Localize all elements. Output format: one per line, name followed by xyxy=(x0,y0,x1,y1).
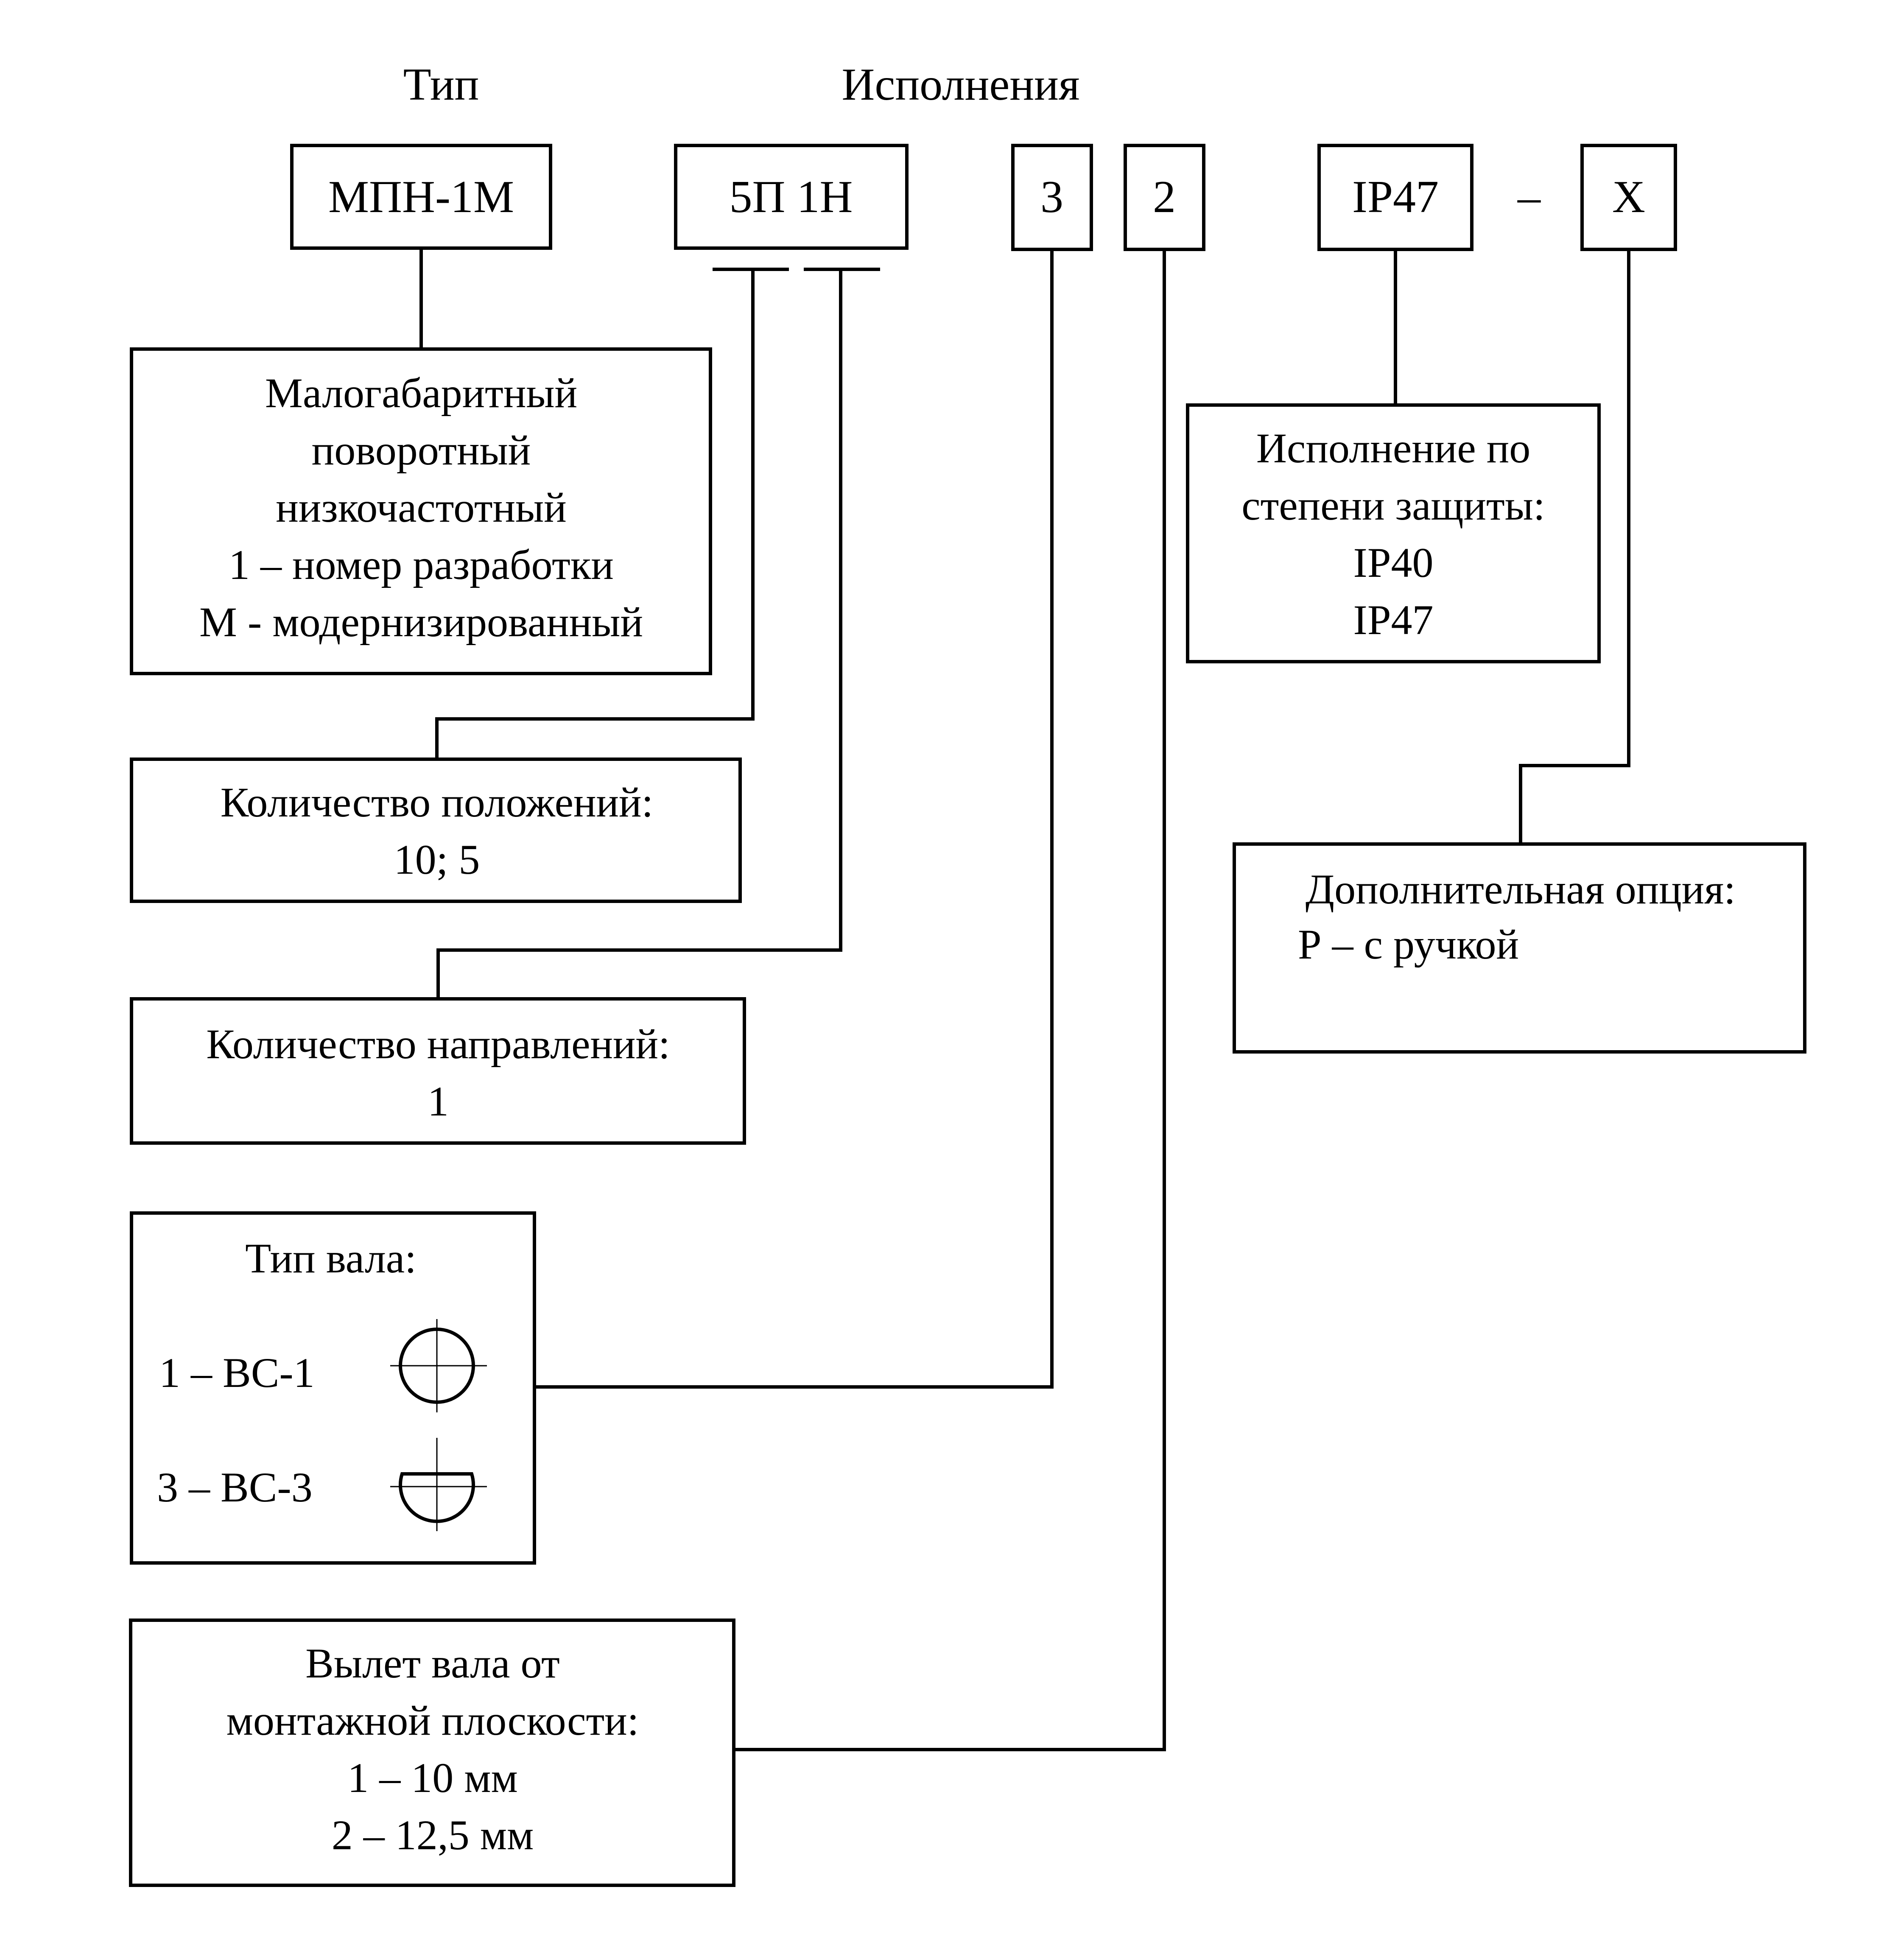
desc-option: Дополнительная опция: Р – с ручкой xyxy=(1233,842,1806,1054)
code-protection-box xyxy=(1317,144,1473,251)
code-shaft-extension: 2 xyxy=(1124,144,1205,251)
connector-shaft-extension xyxy=(734,249,1166,1751)
desc-type-line: М - модернизированный xyxy=(199,598,643,646)
code-shaft-type: 3 xyxy=(1011,144,1093,251)
desc-type-line: поворотный xyxy=(312,427,531,474)
desc-directions-line: 1 xyxy=(428,1078,449,1125)
desc-shaft-type-title: Тип вала: xyxy=(245,1235,417,1282)
desc-shaft-extension-line: 2 – 12,5 мм xyxy=(332,1811,534,1859)
desc-type: Малогабаритный поворотный низкочастотный… xyxy=(130,347,712,675)
code-positions-dirs-box xyxy=(674,144,909,250)
d-shaft-icon xyxy=(390,1438,487,1531)
code-type-text: МПН-1М xyxy=(328,172,514,222)
header-type: Тип xyxy=(403,59,479,110)
connector-option xyxy=(1519,249,1630,844)
code-option-text: X xyxy=(1612,172,1645,222)
desc-shaft-extension: Вылет вала от монтажной плоскости: 1 – 1… xyxy=(129,1619,735,1887)
shaft-type-item-label: 1 – ВС-1 xyxy=(159,1349,315,1396)
desc-directions: Количество направлений: 1 xyxy=(130,997,746,1145)
code-dash: – xyxy=(1517,172,1541,222)
code-shaft-type-text: 3 xyxy=(1040,172,1063,222)
code-option-box xyxy=(1580,144,1677,251)
round-shaft-icon xyxy=(390,1319,487,1412)
desc-option-box xyxy=(1233,842,1806,1054)
connector-directions xyxy=(436,269,842,999)
desc-protection-line: IP40 xyxy=(1353,539,1434,586)
code-option: X xyxy=(1580,144,1677,251)
code-positions-dirs: 5П 1Н xyxy=(674,144,909,250)
desc-shaft-extension-line: 1 – 10 мм xyxy=(347,1754,518,1801)
desc-shaft-extension-box xyxy=(129,1619,735,1887)
connector-shaft-type xyxy=(534,249,1054,1389)
desc-protection-line: Исполнение по xyxy=(1256,425,1531,472)
desc-option-line: Р – с ручкой xyxy=(1298,921,1519,968)
desc-protection-box xyxy=(1186,403,1601,663)
desc-positions: Количество положений: 10; 5 xyxy=(130,758,742,903)
desc-type-line: низкочастотный xyxy=(276,484,567,531)
desc-positions-line: Количество положений: xyxy=(221,779,654,826)
code-protection-text: IP47 xyxy=(1352,172,1439,222)
code-type-box xyxy=(290,144,552,250)
desc-positions-box xyxy=(130,758,742,903)
code-protection: IP47 xyxy=(1317,144,1473,251)
desc-directions-box xyxy=(130,997,746,1145)
desc-shaft-type: Тип вала: 1 – ВС-1 3 – ВС-3 xyxy=(130,1211,536,1565)
desc-type-line: 1 – номер разработки xyxy=(229,541,614,588)
code-shaft-extension-text: 2 xyxy=(1153,172,1176,222)
code-shaft-extension-box xyxy=(1124,144,1205,251)
code-shaft-type-box xyxy=(1011,144,1093,251)
connector-positions xyxy=(435,269,755,759)
desc-shaft-extension-line: монтажной плоскости: xyxy=(226,1697,639,1744)
desc-type-box xyxy=(130,347,712,675)
connector-lines xyxy=(419,248,1630,1751)
shaft-type-item-label: 3 – ВС-3 xyxy=(157,1464,313,1511)
code-positions-dirs-text: 5П 1Н xyxy=(730,172,853,222)
header-variants: Исполнения xyxy=(842,59,1079,110)
desc-directions-line: Количество направлений: xyxy=(206,1020,670,1068)
desc-shaft-extension-line: Вылет вала от xyxy=(305,1640,560,1687)
desc-protection-line: IP47 xyxy=(1353,596,1434,643)
desc-positions-line: 10; 5 xyxy=(394,836,480,883)
desc-option-line: Дополнительная опция: xyxy=(1306,866,1736,913)
desc-type-line: Малогабаритный xyxy=(265,369,577,417)
code-type: МПН-1М xyxy=(290,144,552,250)
desc-protection-line: степени защиты: xyxy=(1241,482,1545,529)
desc-protection: Исполнение по степени защиты: IP40 IP47 xyxy=(1186,403,1601,663)
